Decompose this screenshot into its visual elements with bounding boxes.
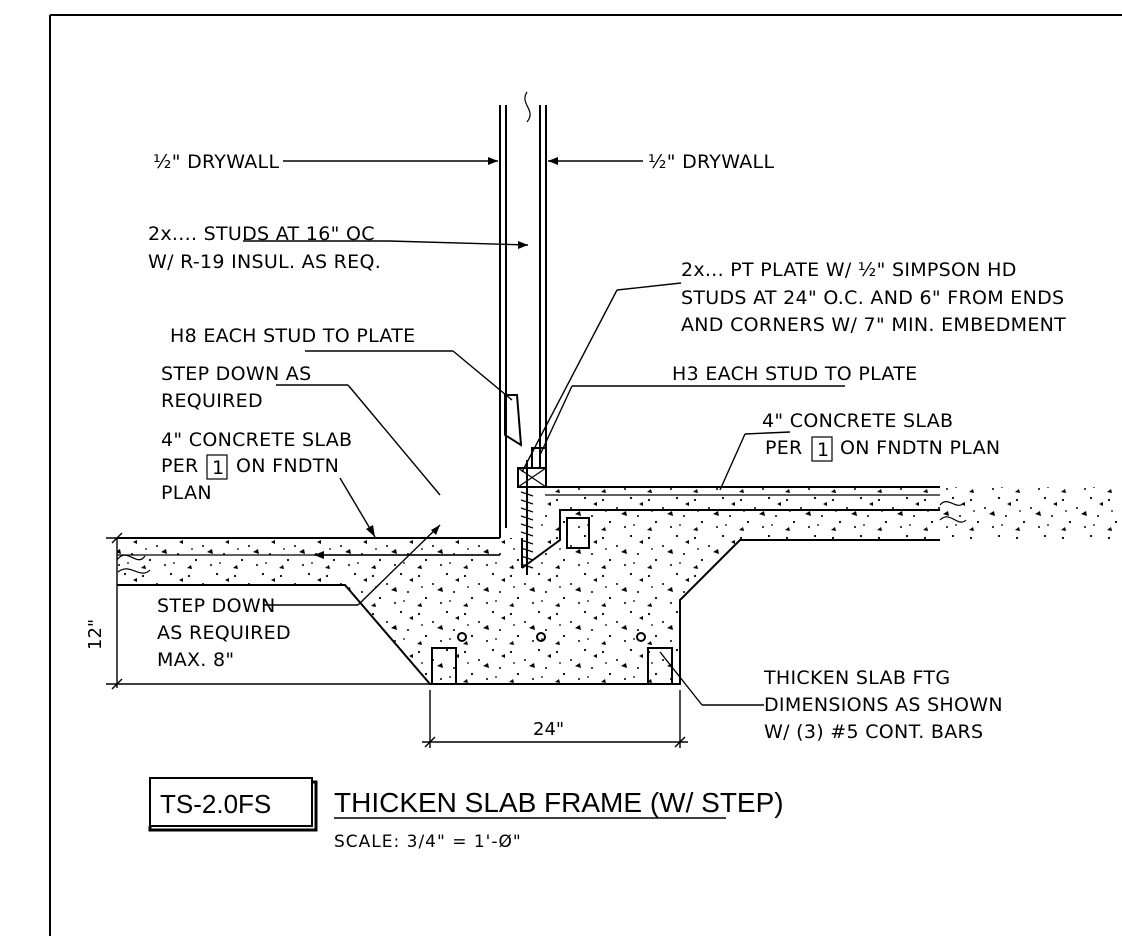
label-slab-left-1: 4" CONCRETE SLAB [161, 429, 352, 451]
leader-lines [243, 157, 845, 706]
label-plate-1: 2x... PT PLATE W/ ½" SIMPSON HD [681, 259, 1017, 281]
sheet-border [49, 14, 1122, 936]
label-slab-left-3: PLAN [161, 482, 212, 504]
label-h3: H3 EACH STUD TO PLATE [672, 363, 917, 385]
label-drywall-right: ½" DRYWALL [648, 151, 774, 173]
detail-title: THICKEN SLAB FRAME (W/ STEP) [334, 787, 784, 818]
label-ftg-2: DIMENSIONS AS SHOWN [764, 694, 1003, 716]
label-stepdown-low-3: MAX. 8" [157, 649, 234, 671]
dimension-lines [106, 532, 688, 748]
label-stepdown-top-1: STEP DOWN AS [161, 363, 311, 385]
ref-box-left [206, 454, 228, 480]
label-stepdown-low-2: AS REQUIRED [157, 622, 291, 644]
wall-assembly [499, 91, 547, 575]
label-slab-left-pre: PER [161, 455, 199, 477]
label-plate-2: STUDS AT 24" O.C. AND 6" FROM ENDS [681, 287, 1064, 309]
concrete-section [116, 486, 1122, 685]
dimension-height: 12" [85, 619, 106, 650]
label-slab-right-box: 1 [817, 439, 829, 461]
label-slab-left-post: ON FNDTN [236, 455, 339, 477]
label-slab-right-post: ON FNDTN PLAN [840, 437, 1000, 459]
label-h8: H8 EACH STUD TO PLATE [170, 325, 415, 347]
label-stepdown-top-2: REQUIRED [161, 390, 263, 412]
dimension-width: 24" [533, 719, 564, 740]
label-drywall-left: ½" DRYWALL [153, 151, 279, 173]
annotations: ½" DRYWALL ½" DRYWALL 2x.... STUDS AT 16… [85, 151, 1066, 743]
label-studs-2: W/ R-19 INSUL. AS REQ. [148, 251, 381, 273]
title-block: TS-2.0FS THICKEN SLAB FRAME (W/ STEP) SC… [148, 777, 784, 852]
detail-code: TS-2.0FS [160, 789, 271, 819]
ref-box-right [811, 436, 833, 462]
detail-scale: SCALE: 3/4" = 1'-Ø" [334, 832, 522, 852]
label-slab-left-box: 1 [212, 457, 224, 479]
label-ftg-1: THICKEN SLAB FTG [763, 667, 950, 689]
label-slab-right-1: 4" CONCRETE SLAB [762, 410, 953, 432]
label-stepdown-low-1: STEP DOWN [157, 595, 275, 617]
label-plate-3: AND CORNERS W/ 7" MIN. EMBEDMENT [681, 314, 1066, 336]
label-slab-right-pre: PER [765, 437, 803, 459]
label-studs-1: 2x.... STUDS AT 16" OC [148, 223, 375, 245]
label-ftg-3: W/ (3) #5 CONT. BARS [764, 721, 983, 743]
